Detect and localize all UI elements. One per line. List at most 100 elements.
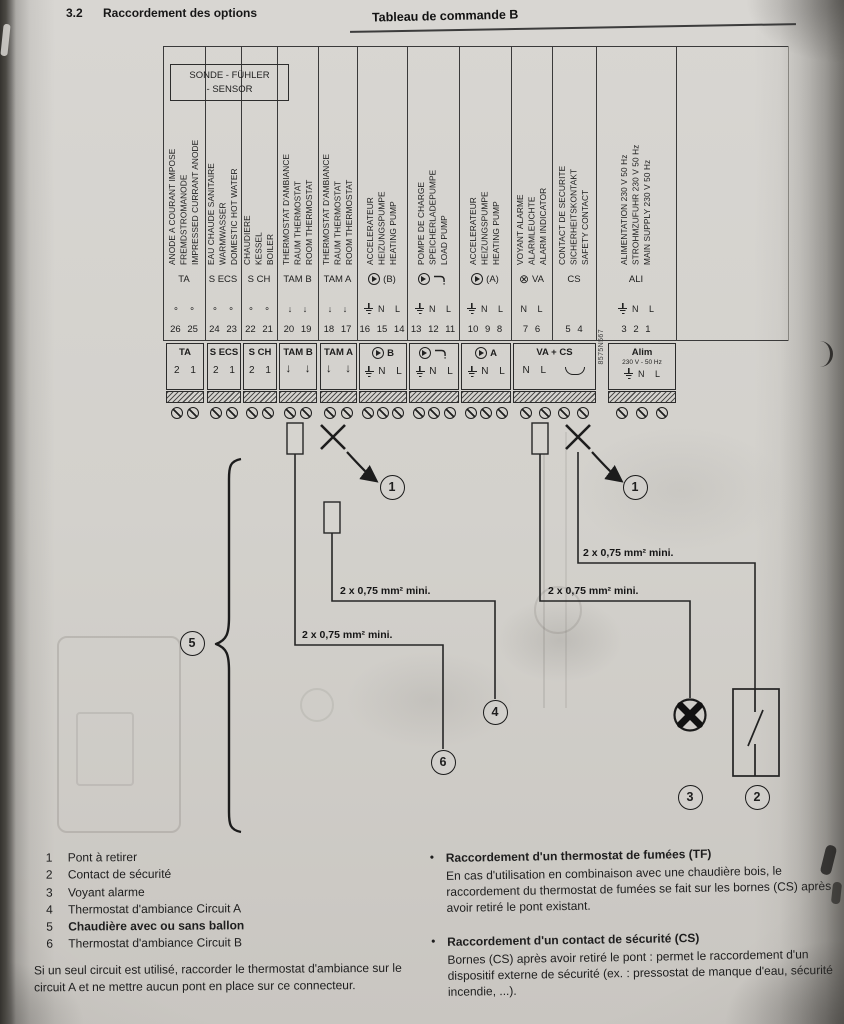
column-separator	[459, 46, 461, 341]
terminal-group-pump-b: ACCELERATEUR HEIZUNGSPUMPE HEATING PUMP …	[357, 46, 407, 341]
code-text: TAM B	[283, 273, 312, 285]
callout-5: 5	[179, 630, 205, 656]
connector-voltage: 230 V - 50 Hz	[622, 359, 662, 366]
legend-number: 4	[46, 902, 53, 917]
terminal-numbers: 22 21	[245, 323, 273, 335]
connector-pins: N L	[637, 368, 660, 379]
earth-icon	[623, 368, 634, 379]
screw-row	[166, 404, 204, 421]
screw-terminal-icon	[577, 406, 589, 419]
note-body: En cas d'utilisation en combinaison avec…	[446, 863, 832, 915]
frame-bottom-line	[163, 340, 789, 342]
terminal-group-label: ALIMENTATION 230 V 50 Hz STROHMZUFUHR 23…	[618, 144, 652, 265]
connector-s-ch: S CH 2 1	[243, 343, 277, 421]
column-separator	[357, 46, 359, 341]
screw-terminal-icon	[210, 406, 223, 419]
frame-right-line	[788, 46, 790, 341]
pins-text: N L	[428, 304, 451, 314]
pins-text: ∘ ∘	[212, 303, 234, 313]
section-number: 3.2	[66, 6, 83, 20]
terminal-code: (A)	[459, 270, 511, 288]
earth-icon	[467, 366, 478, 377]
notes-column: • Raccordement d'un thermostat de fumées…	[430, 844, 835, 1018]
screw-terminal-icon	[656, 406, 668, 419]
connector-va-cs: VA + CS N L	[513, 343, 596, 421]
pins-text: N L	[377, 304, 400, 314]
connector-pins: N L	[429, 366, 453, 377]
code-text: TA	[178, 273, 190, 285]
terminal-code: ⊗VA	[511, 270, 552, 288]
terminal-group-va: VOYANT ALARME ALARMLEUCHTE ALARM INDICAT…	[511, 46, 552, 341]
screw-terminal-icon	[187, 406, 200, 419]
terminal-code	[407, 270, 459, 288]
terminal-numbers: 24 23	[209, 323, 237, 335]
terminal-group-label: CONTACT DE SECURITE SICHERHEITSKONTAKT S…	[556, 165, 590, 265]
screw-row	[608, 404, 676, 421]
jumper-link-icon	[564, 366, 585, 375]
frame-left-line	[163, 46, 165, 341]
earth-icon	[363, 303, 374, 314]
terminal-code: TA	[163, 270, 205, 288]
screw-terminal-icon	[283, 406, 296, 419]
code-text: VA	[532, 273, 545, 285]
connector-pins: ↓ ↓	[325, 361, 352, 375]
screw-terminal-icon	[246, 406, 259, 419]
screw-terminal-icon	[520, 406, 532, 419]
callout-1: 1	[622, 474, 648, 500]
callout-3: 3	[677, 784, 703, 810]
connector-title: TA	[179, 347, 191, 358]
terminal-group-label: THERMOSTAT D'AMBIANCE RAUM THERMOSTAT RO…	[280, 153, 314, 265]
terminal-strip	[608, 391, 676, 403]
terminal-code: TAM A	[318, 270, 357, 288]
legend-text: Voyant alarme	[67, 884, 145, 900]
connector-title: B	[387, 347, 394, 359]
connector-box: TA 2 1	[166, 343, 204, 390]
earth-icon	[414, 303, 425, 314]
bullet-icon: •	[429, 850, 435, 865]
connector-box: VA + CS N L	[513, 343, 596, 390]
column-separator	[676, 46, 678, 341]
terminal-strip	[207, 391, 241, 403]
bullet-icon: •	[431, 934, 436, 949]
callout-1: 1	[379, 474, 405, 500]
legend-number: 3	[45, 885, 53, 900]
terminal-symbols: ∘ ∘	[205, 293, 241, 317]
terminal-code: TAM B	[277, 270, 318, 288]
screw-terminal-icon	[464, 406, 477, 419]
pins-text: N L	[520, 304, 543, 314]
note-item: • Raccordement d'un thermostat de fumées…	[430, 844, 833, 916]
terminal-numbers: 13 12 11	[410, 323, 456, 335]
connector-title: S CH	[248, 347, 272, 358]
document-reference-number: 8575N567	[598, 329, 605, 365]
pins-text: ∘ ∘	[248, 303, 270, 313]
connector-title: VA + CS	[536, 347, 573, 358]
legend-number: 1	[45, 850, 53, 865]
screw-terminal-icon	[300, 406, 313, 419]
connector-pins: 2 1	[174, 365, 196, 376]
pins-text: ↓ ↓	[327, 304, 348, 314]
connector-pins: 2 1	[249, 365, 271, 376]
code-text: CS	[567, 273, 581, 285]
pins-text: N L	[631, 304, 654, 314]
pump-icon	[372, 347, 385, 359]
terminal-group-label: ANODE A COURANT IMPOSE FREMDSTROMANODE I…	[166, 139, 200, 265]
terminal-group-label: THERMOSTAT D'AMBIANCE RAUM THERMOSTAT RO…	[320, 153, 354, 265]
terminal-group-tam-b: THERMOSTAT D'AMBIANCE RAUM THERMOSTAT RO…	[277, 46, 318, 341]
pump-icon	[471, 273, 484, 285]
connector-box: S CH 2 1	[243, 343, 277, 390]
screw-row	[359, 404, 407, 421]
legend-item: 4 Thermostat d'ambiance Circuit A	[38, 900, 244, 919]
connector-tam-b: TAM B↓ ↓	[279, 343, 317, 421]
earth-icon	[617, 303, 628, 314]
pump-icon	[417, 273, 430, 285]
connector-pins: N L	[522, 365, 547, 376]
single-circuit-note: Si un seul circuit est utilisé, raccorde…	[33, 960, 402, 994]
callout-2: 2	[744, 784, 770, 810]
legend-text: Thermostat d'ambiance Circuit A	[68, 901, 242, 917]
